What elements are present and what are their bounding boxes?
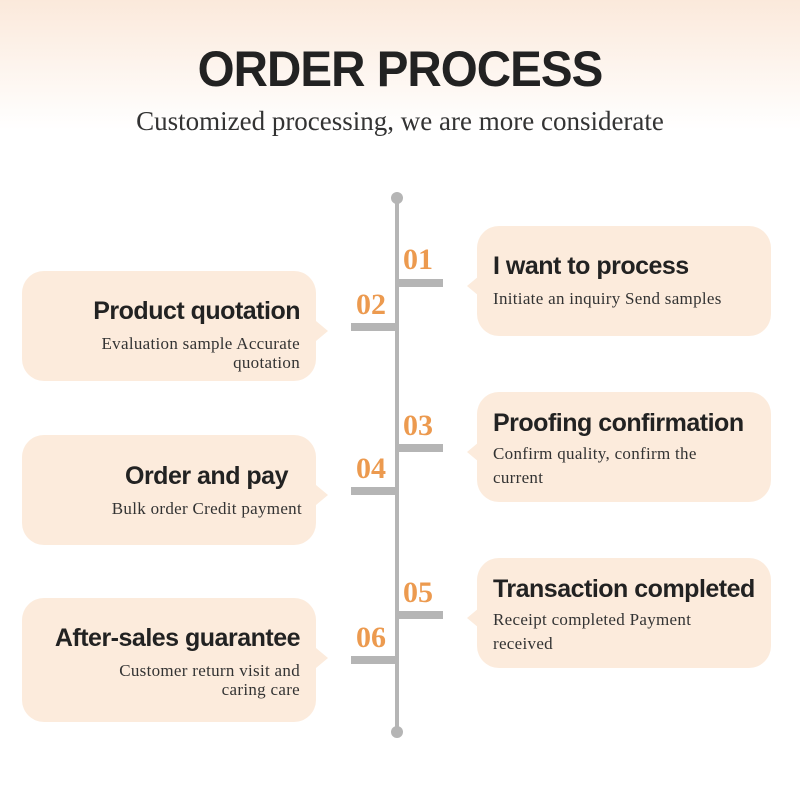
step-marker [397, 279, 443, 287]
step-card-1: I want to process Initiate an inquiry Se… [467, 226, 771, 336]
step-description: Initiate an inquiry Send samples [493, 289, 722, 308]
step-marker [351, 656, 397, 664]
step-marker [351, 323, 397, 331]
page-subtitle: Customized processing, we are more consi… [136, 106, 664, 136]
step-card-5: Transaction completed Receipt completed … [467, 558, 771, 668]
step-title: Product quotation [93, 297, 300, 325]
step-number: 03 [403, 409, 433, 442]
step-title: Proofing confirmation [493, 409, 744, 437]
timeline-line [395, 198, 399, 732]
step-description: Receipt completed Payment received [493, 610, 692, 653]
step-marker [351, 487, 397, 495]
step-number: 02 [356, 288, 386, 321]
timeline-start-dot [391, 192, 403, 204]
step-description: Confirm quality, confirm the current [493, 444, 697, 487]
timeline-end-dot [391, 726, 403, 738]
step-description: Evaluation sample Accurate quotation [101, 334, 300, 372]
step-card-6: After-sales guarantee Customer return vi… [22, 598, 328, 722]
step-title: Order and pay [125, 462, 289, 490]
step-marker [397, 611, 443, 619]
step-card-3: Proofing confirmation Confirm quality, c… [467, 392, 771, 502]
step-number: 05 [403, 576, 433, 609]
step-number: 04 [356, 452, 386, 485]
step-number: 06 [356, 621, 386, 654]
step-description: Customer return visit and caring care [119, 661, 300, 699]
step-title: I want to process [493, 252, 689, 280]
step-title: After-sales guarantee [54, 624, 301, 652]
step-description: Bulk order Credit payment [111, 499, 302, 518]
step-card-4: Order and pay Bulk order Credit payment [22, 435, 328, 545]
step-number: 01 [403, 243, 433, 276]
step-title: Transaction completed [493, 575, 755, 603]
step-card-2: Product quotation Evaluation sample Accu… [22, 271, 328, 381]
page-title: ORDER PROCESS [197, 41, 604, 97]
step-marker [397, 444, 443, 452]
